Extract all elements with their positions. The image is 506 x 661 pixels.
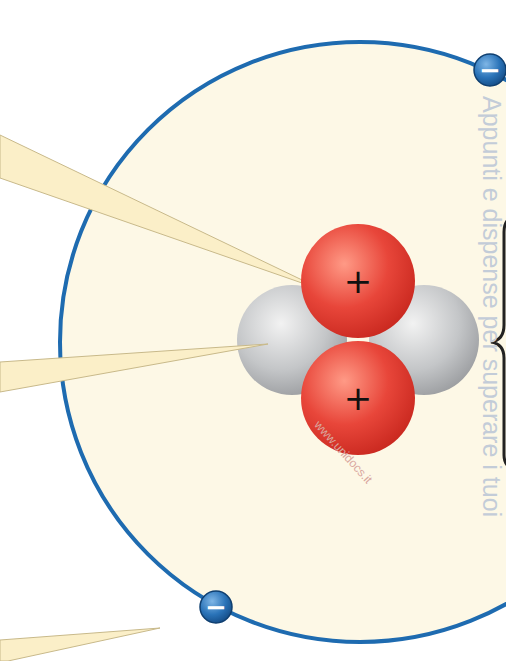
proton: + [300, 340, 416, 456]
charge-minus: − [205, 594, 227, 620]
charge-minus: − [479, 57, 501, 83]
electron: − [473, 53, 506, 87]
electron-disc [200, 591, 232, 623]
atom-orbit [60, 42, 506, 642]
charge-plus: + [344, 381, 373, 415]
proton-disc [301, 224, 415, 338]
electron-disc [474, 54, 506, 86]
proton-disc [301, 341, 415, 455]
callout-pointer [0, 135, 325, 291]
callout-pointer [0, 628, 160, 661]
proton: + [300, 223, 416, 339]
watermark-text: Appunti e dispense per superare i tuoi [477, 96, 506, 517]
electron: − [199, 590, 233, 624]
charge-plus: + [344, 264, 373, 298]
callout-pointer [0, 344, 268, 392]
